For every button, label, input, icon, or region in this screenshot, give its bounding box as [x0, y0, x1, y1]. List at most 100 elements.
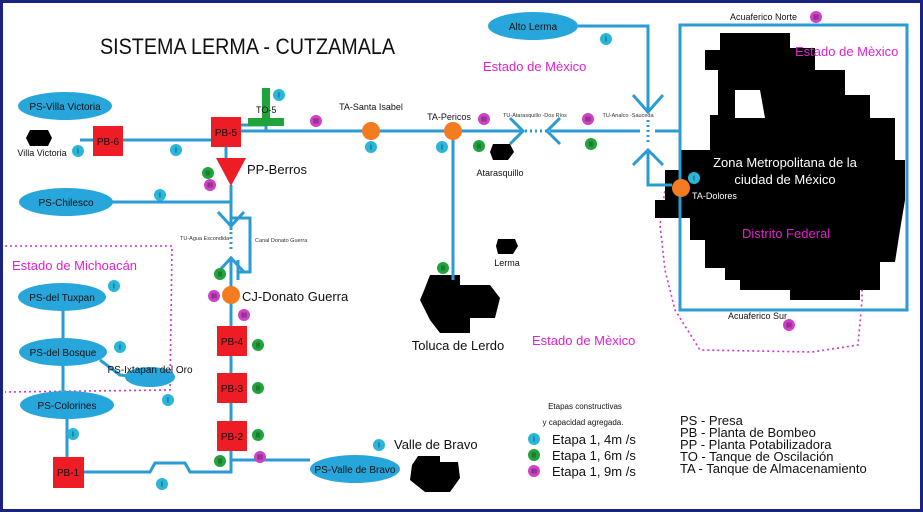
stage-2-badge: II	[214, 268, 226, 280]
svg-text:II: II	[218, 272, 222, 279]
legend-heading: Etapas constructivas	[548, 402, 622, 411]
svg-text:PB-5: PB-5	[215, 128, 238, 139]
stage-3-badge: III	[208, 290, 220, 302]
dam-valle-bravo[interactable]: PS-Valle de Bravo	[310, 455, 400, 483]
tank-santa-isabel[interactable]: TA-Santa Isabel	[339, 102, 403, 140]
place-lerma: Lerma	[494, 258, 520, 268]
acuaferico-sur-label: Acuaferico Sur	[728, 311, 787, 321]
stage-1-badge: I	[373, 439, 385, 451]
toluca-shape	[420, 275, 500, 333]
dam-alto-lerma[interactable]: Alto Lerma	[488, 12, 578, 40]
dam-chilesco[interactable]: PS-Chilesco	[19, 188, 113, 216]
svg-text:I: I	[175, 148, 177, 155]
legend-heading: y capacidad agregada.	[543, 418, 624, 427]
svg-text:TO-5: TO-5	[256, 105, 276, 115]
svg-text:PB-1: PB-1	[57, 468, 80, 479]
dam-label: PS-Chilesco	[38, 198, 93, 209]
svg-text:I: I	[161, 482, 163, 489]
legend-stages: Etapas constructivas y capacidad agregad…	[528, 402, 636, 479]
villa-victoria-town-icon	[26, 130, 52, 146]
svg-text:II: II	[256, 343, 260, 350]
svg-text:II: II	[477, 144, 481, 151]
stage-2-badge: II	[252, 339, 264, 351]
svg-text:TA-Dolores: TA-Dolores	[692, 191, 737, 201]
abbr-to: TO - Tanque de Oscilación	[680, 449, 833, 464]
tunnel-analco-label: TU-Analco -Sauceda	[602, 113, 654, 119]
pumping-plant-pb5[interactable]: PB-5	[211, 117, 241, 147]
svg-text:I: I	[605, 37, 607, 44]
region-df: Distrito Federal	[742, 226, 830, 241]
svg-text:II: II	[589, 142, 593, 149]
plant-pp-berros[interactable]: PP-Berros	[216, 158, 307, 186]
tank-pericos[interactable]: TA-Pericos	[427, 112, 471, 140]
svg-text:III: III	[481, 117, 487, 124]
stage-3-badge: III	[528, 465, 540, 477]
stage-3-badge: III	[310, 115, 322, 127]
svg-text:III: III	[531, 469, 537, 476]
dam-label: PS-del Tuxpan	[29, 293, 95, 304]
page-title: SISTEMA LERMA - CUTZAMALA	[100, 34, 395, 59]
svg-text:III: III	[313, 119, 319, 126]
legend-stage-label: Etapa 1, 4m /s	[552, 432, 636, 447]
dam-label: PS-Ixtapan del Oro	[107, 365, 192, 376]
stage-1-badge: I	[162, 394, 174, 406]
stage-1-badge: I	[108, 280, 120, 292]
stage-2-badge: II	[437, 262, 449, 274]
junction-donato-guerra[interactable]: CJ-Donato Guerra	[222, 286, 349, 304]
dam-label: PS-Valle de Bravo	[315, 465, 396, 476]
svg-text:III: III	[585, 117, 591, 124]
pumping-plant-pb2[interactable]: PB-2	[217, 421, 247, 451]
svg-text:II: II	[256, 386, 260, 393]
abbr-pp: PP - Planta Potabilizadora	[680, 437, 832, 452]
svg-text:I: I	[278, 93, 280, 100]
pumping-plant-pb4[interactable]: PB-4	[217, 326, 247, 356]
canal-donato-guerra-label: Canal Donato Guerra	[255, 238, 308, 244]
svg-text:III: III	[211, 294, 217, 301]
pumping-plant-pb1[interactable]: PB-1	[53, 457, 84, 488]
stage-1-badge: I	[154, 189, 166, 201]
svg-text:PB-6: PB-6	[97, 137, 120, 148]
pumping-plant-pb3[interactable]: PB-3	[217, 373, 247, 403]
stage-3-badge: III	[204, 179, 216, 191]
place-zona-metro: Zona Metropolitana de la ciudad de Méxic…	[713, 155, 857, 187]
svg-text:PB-4: PB-4	[221, 337, 244, 348]
tank-dolores[interactable]: TA-Dolores	[672, 179, 737, 201]
svg-text:III: III	[207, 183, 213, 190]
svg-text:II: II	[218, 459, 222, 466]
svg-text:I: I	[77, 149, 79, 156]
dam-ixtapan[interactable]: PS-Ixtapan del Oro	[107, 365, 193, 387]
dam-label: Alto Lerma	[509, 22, 558, 33]
svg-text:II: II	[206, 171, 210, 178]
svg-text:I: I	[378, 443, 380, 450]
stage-3-badge: III	[254, 451, 266, 463]
svg-text:TA-Pericos: TA-Pericos	[427, 112, 471, 122]
stage-1-badge: I	[67, 428, 79, 440]
tank-to5[interactable]: TO-5	[248, 88, 284, 126]
acuaferico-norte-label: Acuaferico Norte	[730, 12, 797, 22]
dam-tuxpan[interactable]: PS-del Tuxpan	[18, 283, 106, 311]
pumping-plant-pb6[interactable]: PB-6	[93, 126, 123, 156]
svg-text:I: I	[693, 176, 695, 183]
dam-colorines[interactable]: PS-Colorines	[20, 391, 114, 419]
stage-1-badge: I	[688, 172, 700, 184]
svg-text:II: II	[441, 266, 445, 273]
tank-label: TA-Santa Isabel	[339, 102, 403, 112]
tunnel-arrows	[216, 94, 665, 274]
stage-1-badge: I	[600, 33, 612, 45]
svg-text:III: III	[813, 15, 819, 22]
abbr-pb: PB - Planta de Bombeo	[680, 425, 816, 440]
svg-text:III: III	[241, 313, 247, 320]
stage-3-badge: III	[478, 113, 490, 125]
tunnel-atarasquillo-label: TU-Atarasquillo -Dos Ríos	[503, 113, 567, 119]
svg-text:II: II	[532, 453, 536, 460]
svg-text:I: I	[441, 145, 443, 152]
abbr-ps: PS - Presa	[680, 413, 744, 428]
dam-villa-victoria[interactable]: PS-Villa Victoria	[18, 92, 112, 120]
stage-2-badge: II	[252, 429, 264, 441]
abbr-ta: TA - Tanque de Almacenamiento	[680, 461, 867, 476]
svg-text:I: I	[119, 345, 121, 352]
dam-bosque[interactable]: PS-del Bosque	[19, 338, 107, 366]
legend-stage-label: Etapa 1, 6m /s	[552, 448, 636, 463]
